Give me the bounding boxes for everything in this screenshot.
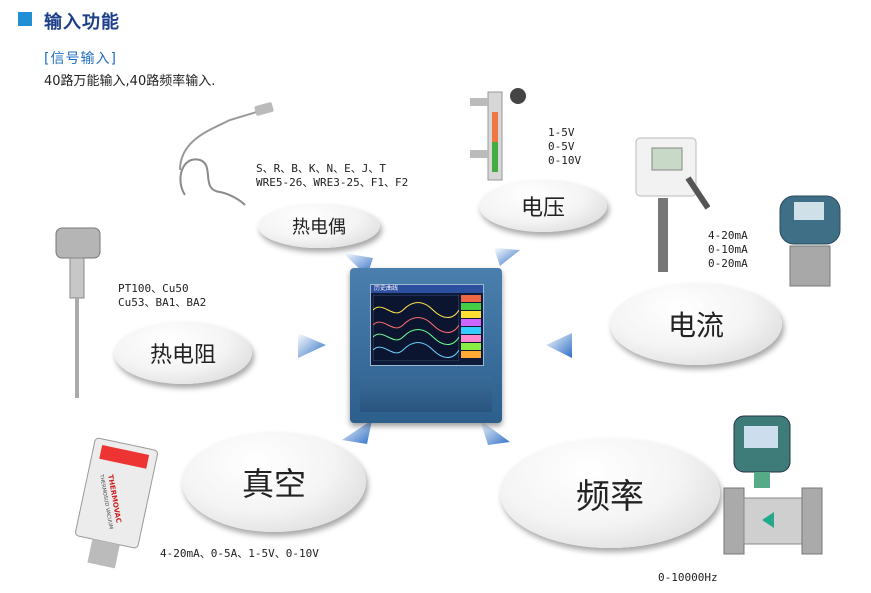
vacuum-gauge-illustration	[75, 437, 158, 569]
section-description: 40路万能输入,40路频率输入.	[44, 74, 216, 89]
screen-header	[371, 285, 483, 293]
screen-curves	[373, 295, 459, 361]
current-bubble: 电流	[610, 283, 782, 365]
transmitter-illustration	[635, 137, 710, 272]
arrow-from-current	[546, 333, 572, 358]
rtd-bubble: 热电阻	[114, 322, 252, 384]
recorder-lower-panel	[360, 376, 492, 412]
thermocouple-illustration	[179, 102, 274, 206]
rtd-illustration	[55, 227, 101, 398]
vacuum-bubble: 真空	[182, 432, 366, 532]
page-title: 输入功能	[44, 12, 120, 33]
section-subtitle: [信号输入]	[44, 51, 117, 67]
thermocouple-spec: S、R、B、K、N、E、J、T WRE5-26、WRE3-25、F1、F2	[256, 162, 409, 189]
screen-title: 历史曲线	[374, 285, 399, 292]
recorder-screen: 历史曲线	[370, 284, 484, 366]
level-gauge-illustration	[470, 88, 526, 181]
current-spec: 4-20mA 0-10mA 0-20mA	[708, 229, 748, 270]
thermocouple-bubble: 热电偶	[258, 204, 380, 248]
header-square	[18, 12, 32, 26]
arrow-from-voltage	[494, 248, 520, 266]
frequency-bubble: 频率	[500, 438, 720, 548]
screen-channel-panel	[461, 295, 481, 361]
pressure-transmitter-illustration	[779, 195, 841, 287]
frequency-spec: 0-10000Hz	[658, 571, 718, 584]
voltage-spec: 1-5V 0-5V 0-10V	[548, 126, 582, 167]
arrow-from-rtd	[298, 333, 326, 358]
paperless-recorder: 历史曲线	[350, 268, 502, 423]
rtd-spec: PT100、Cu50 Cu53、BA1、BA2	[118, 282, 207, 309]
arrow-from-frequency	[480, 420, 510, 445]
vacuum-spec: 4-20mA、0-5A、1-5V、0-10V	[160, 547, 319, 560]
voltage-bubble: 电压	[479, 180, 607, 232]
arrow-from-vacuum	[342, 420, 372, 444]
flowmeter-illustration	[723, 415, 823, 555]
